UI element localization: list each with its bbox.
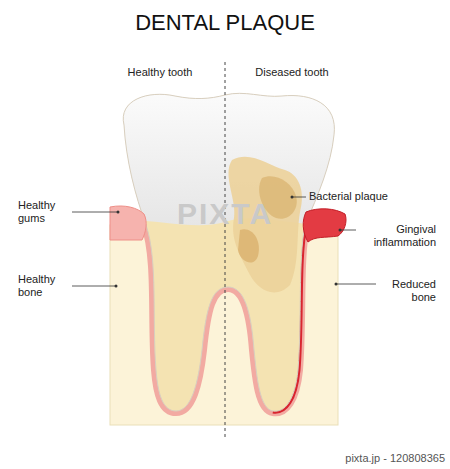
leader-dot [339,229,342,232]
part-label: Gingival inflammation [358,223,436,249]
part-label: Healthy bone [18,273,70,299]
leader-dot [291,196,294,199]
watermark: PIXTA [145,196,305,232]
part-label: Reduced bone [378,278,436,304]
leader-line [292,197,306,198]
divider-line [225,62,226,440]
dentin [100,80,360,420]
leader-dot [117,211,120,214]
leader-line [336,284,376,285]
column-heading: Healthy tooth [100,66,220,79]
leader-line [72,286,116,287]
inflamed-gum [303,209,346,242]
leader-dot [115,285,118,288]
plaque-spot [238,229,259,262]
leader-line [340,230,356,231]
leader-line [72,212,118,213]
diagram-title: DENTAL PLAQUE [0,10,450,36]
healthy-gum [110,206,146,240]
leader-dot [335,283,338,286]
tooth-outline [123,93,334,411]
part-label: Healthy gums [18,199,70,225]
part-label: Bacterial plaque [309,190,429,203]
watermark: pixta.jp - 120808365 [250,452,445,465]
column-heading: Diseased tooth [232,66,352,79]
